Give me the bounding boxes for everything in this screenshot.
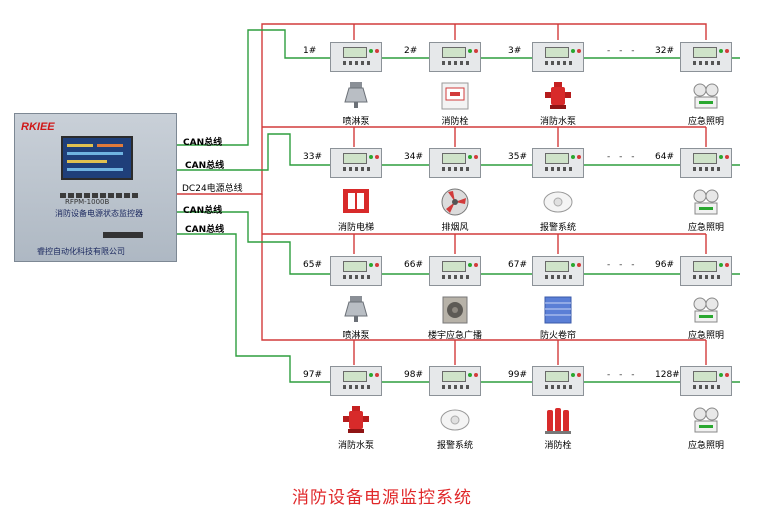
module-number: 35# <box>508 152 527 162</box>
module-number: 98# <box>404 370 423 380</box>
fire-hydrant-box-icon <box>438 80 472 112</box>
power-monitor-module <box>680 366 732 396</box>
power-monitor-module <box>330 148 382 178</box>
ellipsis-more-modules: - - - <box>607 260 638 270</box>
fire-water-pump-icon <box>339 404 373 436</box>
device-label: 楼宇应急广播 <box>427 331 483 341</box>
device-label: 应急照明 <box>687 331 725 341</box>
device-label: 消防栓 <box>544 441 572 451</box>
module-number: 97# <box>303 370 322 380</box>
module-number: 128# <box>655 370 680 380</box>
device-label: 喷淋泵 <box>342 331 370 341</box>
alarm-detector-icon <box>438 404 472 436</box>
module-number: 67# <box>508 260 527 270</box>
device-label: 排烟风 <box>441 223 469 233</box>
controller-display-screen <box>61 136 133 180</box>
controller-company: 睿控自动化科技有限公司 <box>37 247 125 256</box>
device-label: 喷淋泵 <box>342 117 370 127</box>
power-monitor-module <box>330 366 382 396</box>
power-monitor-module <box>680 256 732 286</box>
emergency-light-icon <box>689 404 723 436</box>
can-bus-label: CAN总线 <box>183 138 223 148</box>
device-label: 消防栓 <box>441 117 469 127</box>
ellipsis-more-modules: - - - <box>607 152 638 162</box>
emergency-light-icon <box>689 186 723 218</box>
module-number: 1# <box>303 46 317 56</box>
broadcast-speaker-icon <box>438 294 472 326</box>
device-label: 消防电梯 <box>337 223 375 233</box>
emergency-light-icon <box>689 80 723 112</box>
power-monitor-module <box>429 42 481 72</box>
device-label: 报警系统 <box>539 223 577 233</box>
controller-name: 消防设备电源状态监控器 <box>55 209 143 218</box>
power-monitor-module <box>680 42 732 72</box>
fire-elevator-icon <box>339 186 373 218</box>
power-monitor-module <box>330 42 382 72</box>
can-bus-label: CAN总线 <box>185 161 225 171</box>
ellipsis-more-modules: - - - <box>607 370 638 380</box>
sprinkler-pump-icon <box>339 294 373 326</box>
emergency-light-icon <box>689 294 723 326</box>
power-monitor-module <box>532 42 584 72</box>
device-label: 应急照明 <box>687 117 725 127</box>
power-monitor-module <box>680 148 732 178</box>
module-number: 99# <box>508 370 527 380</box>
can-bus-label: CAN总线 <box>185 225 225 235</box>
power-monitor-module <box>330 256 382 286</box>
device-label: 消防水泵 <box>539 117 577 127</box>
device-label: 应急照明 <box>687 223 725 233</box>
module-number: 65# <box>303 260 322 270</box>
module-number: 33# <box>303 152 322 162</box>
controller-printer-slot <box>103 232 143 238</box>
power-monitor-module <box>532 366 584 396</box>
device-label: 应急照明 <box>687 441 725 451</box>
module-number: 64# <box>655 152 674 162</box>
module-number: 3# <box>508 46 522 56</box>
module-number: 32# <box>655 46 674 56</box>
device-label: 消防水泵 <box>337 441 375 451</box>
fire-water-pump-icon <box>541 80 575 112</box>
monitor-controller-panel: RKIEE RFPM-1000B 消防设备电源状态监控器 睿控自动化科技有限公司 <box>14 113 177 262</box>
fire-extinguisher-icon <box>541 404 575 436</box>
ellipsis-more-modules: - - - <box>607 46 638 56</box>
power-monitor-module <box>532 256 584 286</box>
controller-keypad <box>59 184 139 198</box>
module-number: 2# <box>404 46 418 56</box>
power-monitor-module <box>429 366 481 396</box>
diagram-title: 消防设备电源监控系统 <box>292 488 472 508</box>
dc24-bus-label: DC24电源总线 <box>182 184 243 194</box>
power-monitor-module <box>429 256 481 286</box>
fire-shutter-icon <box>541 294 575 326</box>
module-number: 96# <box>655 260 674 270</box>
controller-model: RFPM-1000B <box>65 198 110 206</box>
power-monitor-module <box>532 148 584 178</box>
smoke-exhaust-fan-icon <box>438 186 472 218</box>
device-label: 报警系统 <box>436 441 474 451</box>
module-number: 34# <box>404 152 423 162</box>
power-monitor-module <box>429 148 481 178</box>
device-label: 防火卷帘 <box>539 331 577 341</box>
module-number: 66# <box>404 260 423 270</box>
controller-brand-logo: RKIEE <box>21 121 55 133</box>
sprinkler-pump-icon <box>339 80 373 112</box>
can-bus-label: CAN总线 <box>183 206 223 216</box>
alarm-detector-icon <box>541 186 575 218</box>
